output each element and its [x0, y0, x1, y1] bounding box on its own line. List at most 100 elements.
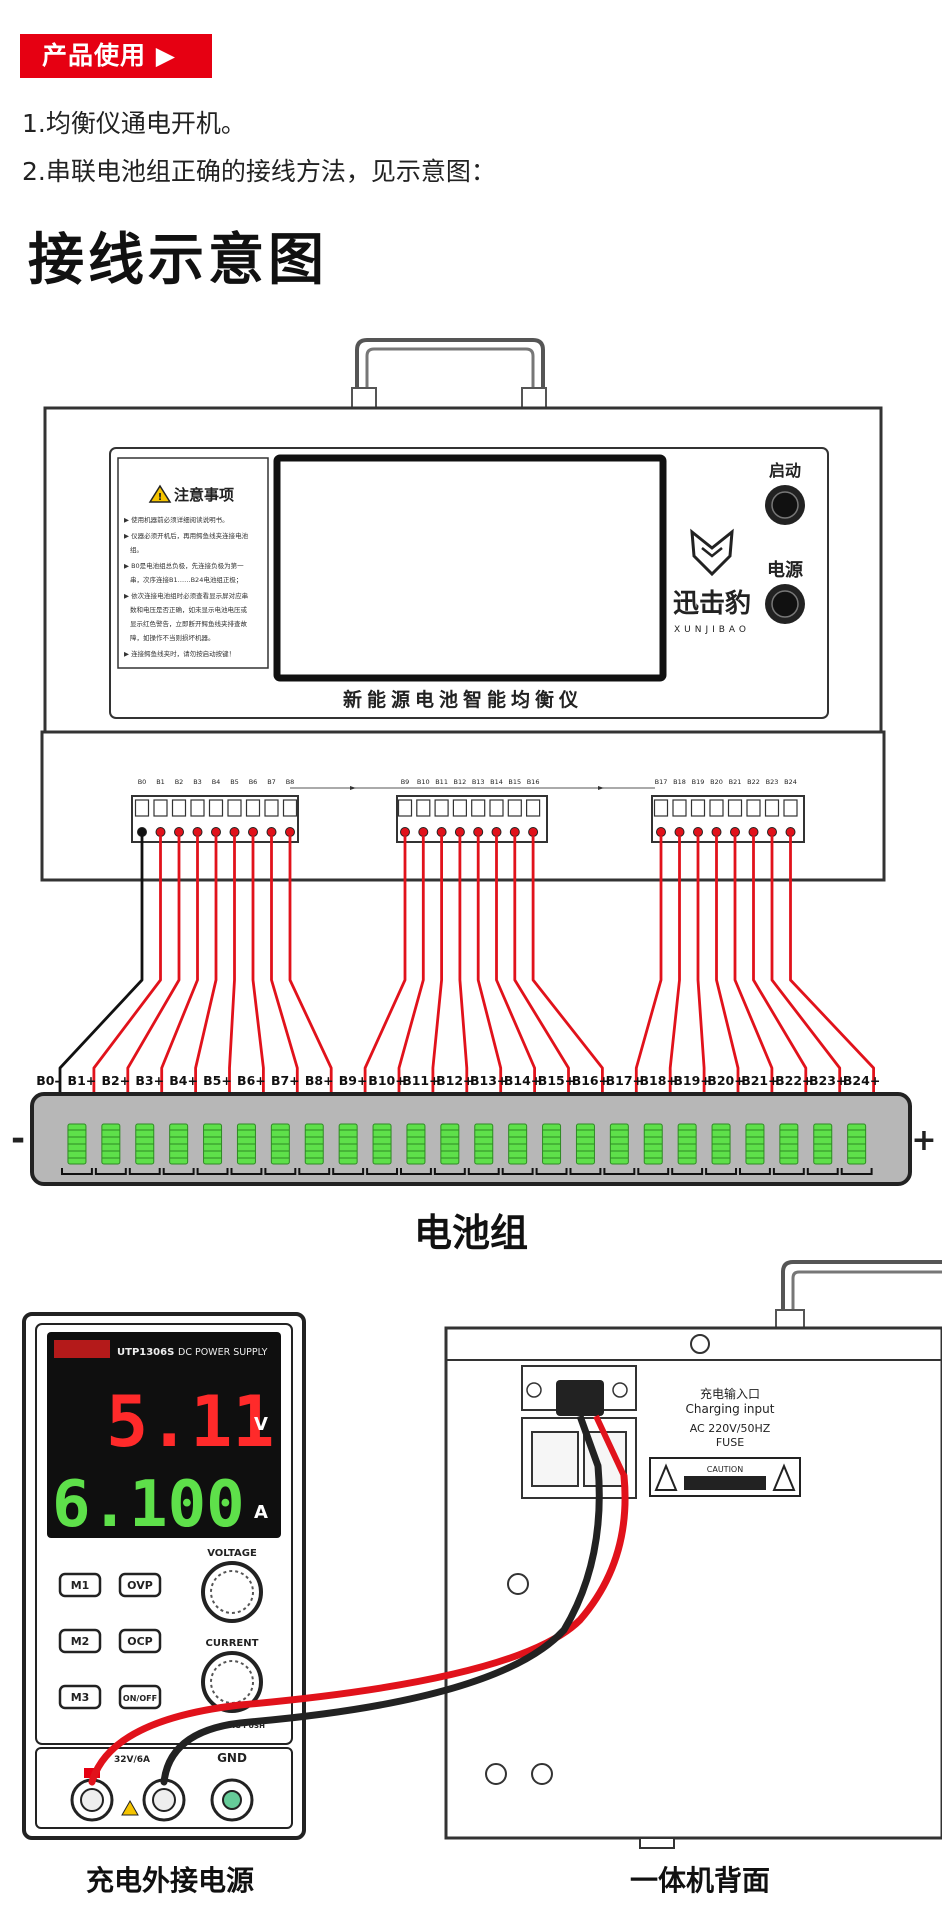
connector-label: B18: [673, 778, 686, 786]
connector-label: B7: [267, 778, 276, 786]
pin-dot: [674, 827, 685, 837]
connector-pin: [171, 799, 187, 817]
power-label: 电源: [767, 559, 803, 581]
connector-label: B24: [784, 778, 797, 786]
terminal-label: B17+: [606, 1073, 643, 1088]
terminal-label: B11+: [402, 1073, 439, 1088]
connector-pin: [709, 799, 724, 817]
psu-button-label: OVP: [127, 1579, 153, 1592]
charging-plug: [556, 1380, 604, 1416]
terminal-label: B0-: [36, 1073, 59, 1088]
connector-label: B8: [286, 778, 295, 786]
notice-line: 组。: [130, 545, 143, 554]
pin-dot: [785, 827, 796, 837]
psu-button[interactable]: [118, 1628, 162, 1654]
connector-pin: [746, 799, 761, 817]
pin-dot: [266, 827, 277, 837]
terminal-label: B10+: [368, 1073, 405, 1088]
pin-dot: [418, 827, 429, 837]
psu-rating: 32V/6A: [114, 1755, 150, 1765]
connector-pin: [525, 799, 541, 817]
battery-cells: [61, 1123, 873, 1175]
pin-dot: [748, 827, 759, 837]
terminal-label: B14+: [504, 1073, 541, 1088]
connector-label: B0: [138, 778, 147, 786]
current-unit: A: [254, 1502, 268, 1523]
connector-label: B12: [454, 778, 467, 786]
connector-label: B5: [230, 778, 239, 786]
terminal-label: B19+: [673, 1073, 710, 1088]
cell-link: [772, 1168, 805, 1175]
cell-link: [535, 1168, 568, 1175]
psu-button[interactable]: [58, 1572, 102, 1598]
psu-button[interactable]: [118, 1572, 162, 1598]
psu-button-label: ON/OFF: [123, 1694, 157, 1703]
connector-pin: [471, 799, 486, 817]
psu-button[interactable]: [118, 1684, 162, 1710]
cell-link: [196, 1168, 229, 1175]
terminal-label: B3+: [135, 1073, 164, 1088]
diagram-heading: 接线示意图: [28, 228, 328, 293]
voltage-unit: V: [254, 1414, 268, 1435]
pin-dot: [229, 827, 240, 837]
terminal-label: B6+: [237, 1073, 266, 1088]
connector-label: B6: [249, 778, 258, 786]
fuse-label: FUSE: [716, 1436, 744, 1449]
pin-dot: [400, 827, 410, 837]
pin-dot: [473, 827, 484, 837]
cell-link: [230, 1168, 263, 1175]
cell-link: [501, 1168, 534, 1175]
terminal-label: B22+: [775, 1073, 812, 1088]
connector-pin: [653, 799, 669, 817]
connector-label: B13: [472, 778, 485, 786]
battery-caption: 电池组: [414, 1211, 528, 1255]
pin-dot: [454, 827, 465, 837]
battery-minus: -: [11, 1119, 25, 1159]
terminal-label: B18+: [639, 1073, 676, 1088]
connector-pin: [727, 799, 743, 817]
psu-button-label: M1: [71, 1579, 90, 1592]
psu-display: [47, 1332, 281, 1538]
terminal-label: B23+: [809, 1073, 846, 1088]
connector-label: B23: [766, 778, 779, 786]
brand-name: 迅击豹: [673, 588, 751, 619]
pin-dot: [155, 827, 166, 837]
pin-dot: [767, 827, 777, 837]
pin-dot: [248, 827, 258, 837]
connector-label: B1: [156, 778, 165, 786]
terminal-label: B2+: [101, 1073, 130, 1088]
step-1: 1.均衡仪通电开机。: [22, 109, 246, 138]
connector-label: B14: [490, 778, 503, 786]
terminal-label: B8+: [305, 1073, 334, 1088]
connector-label: B4: [212, 778, 221, 786]
cell-link: [264, 1168, 297, 1175]
display-screen: [273, 454, 667, 682]
pin-dot: [137, 827, 147, 837]
cell-link: [332, 1168, 365, 1175]
rear-caption: 一体机背面: [630, 1864, 770, 1897]
ac-rating: AC 220V/50HZ: [690, 1422, 771, 1435]
cell-link: [603, 1168, 636, 1175]
voltage-reading: 5.11: [106, 1381, 275, 1463]
psu-button[interactable]: [58, 1684, 102, 1710]
cell-link: [433, 1168, 466, 1175]
cell-link: [400, 1168, 432, 1175]
black-charging-cable: [160, 1462, 603, 1786]
notice-title: 注意事项: [174, 486, 234, 504]
notice-line: 数和电压是否正确，如未显示电池电压或: [130, 605, 248, 614]
psu-button-label: M2: [71, 1635, 90, 1648]
terminal-label: B5+: [203, 1073, 232, 1088]
pin-dot: [528, 827, 539, 837]
terminal-label: B9+: [339, 1073, 368, 1088]
connector-pin: [690, 799, 706, 817]
brand-logo: 迅击豹 XUNJIBAO: [673, 528, 751, 635]
connector-label: B3: [193, 778, 202, 786]
notice-box: [117, 457, 269, 669]
battery-plus: +: [911, 1123, 936, 1158]
psu-button[interactable]: [58, 1628, 102, 1654]
terminal-label: B7+: [271, 1073, 300, 1088]
connector-pin: [672, 799, 687, 817]
caution-text: CAUTION: [707, 1465, 743, 1474]
